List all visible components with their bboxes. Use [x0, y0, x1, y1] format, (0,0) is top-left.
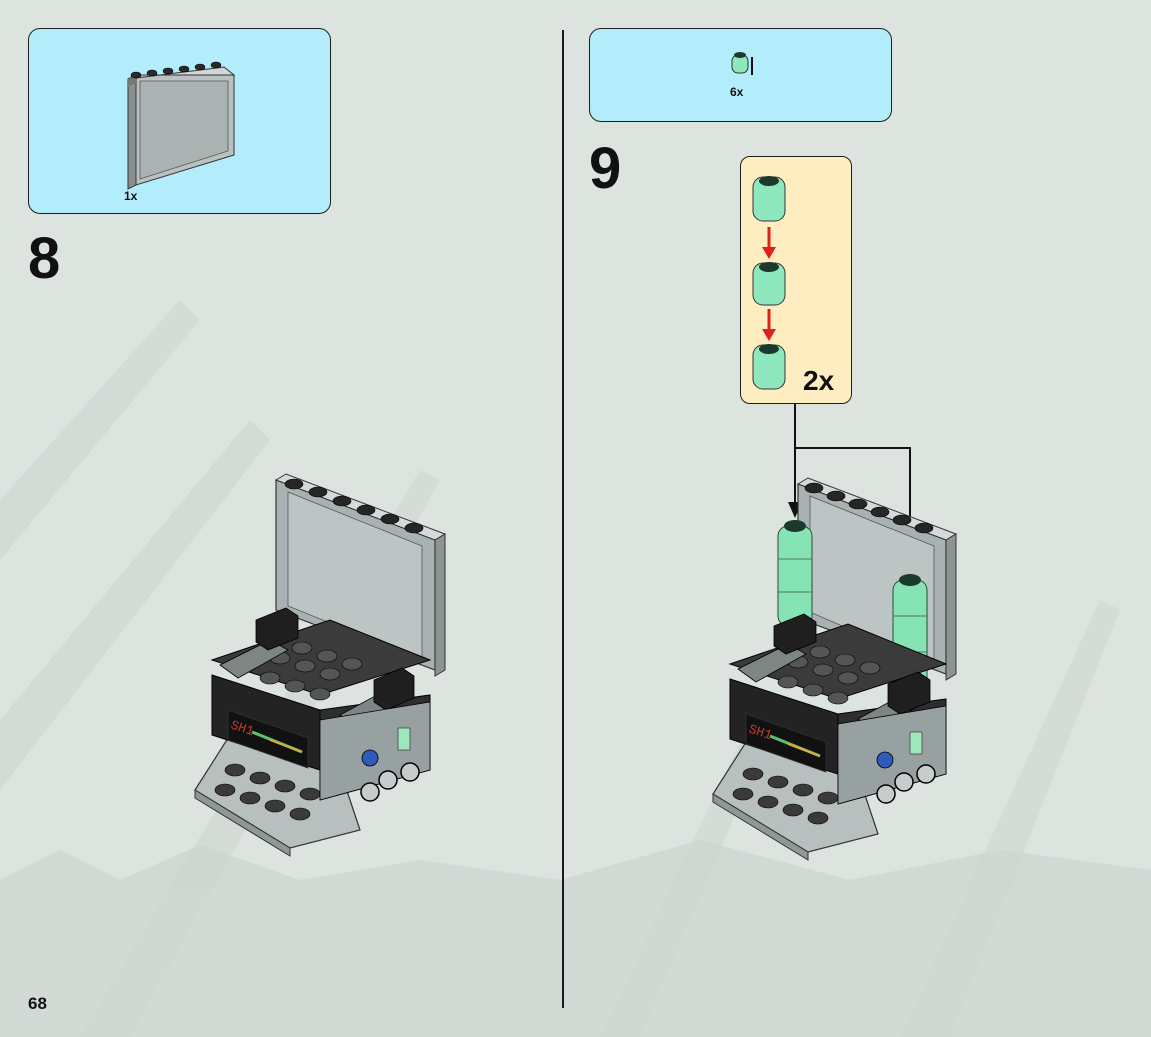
page-divider	[562, 30, 564, 1008]
step-9-sub-assembly-box: 2x	[740, 156, 852, 404]
step-8-number: 8	[28, 226, 61, 291]
page-number: 68	[28, 994, 47, 1013]
sub-assembly-stack-illustration	[752, 176, 786, 390]
round-brick-1x1-trans-green-icon	[731, 52, 753, 75]
svg-text:SH1: SH1	[229, 718, 256, 740]
step-9-parts-box: 6x	[589, 28, 892, 122]
step-8-model: SH1	[194, 473, 447, 857]
step-8-part-quantity: 1x	[124, 189, 138, 203]
step-8-parts-box: 1x	[28, 28, 331, 214]
step-9-part-quantity: 6x	[730, 85, 744, 99]
svg-text:SH1: SH1	[747, 722, 774, 744]
sub-assembly-quantity: 2x	[803, 365, 835, 396]
panel-1x6x5-icon	[127, 61, 236, 190]
step-9-number: 9	[589, 136, 622, 201]
step-9-model: SH1	[712, 404, 958, 861]
